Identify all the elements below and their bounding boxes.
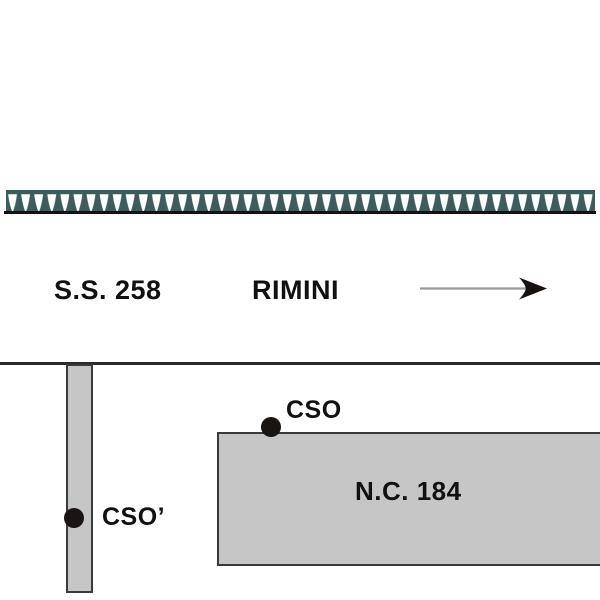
parcel-nc-184-label: N.C. 184 (355, 476, 462, 506)
survey-point-cso-prime-label: CSO’ (102, 503, 166, 531)
embankment-baseline (4, 211, 596, 214)
road-designation-label: S.S. 258 (54, 275, 162, 305)
road-destination-label: RIMINI (252, 275, 339, 305)
parcel-nc-184 (217, 432, 600, 566)
survey-point-cso-prime-marker (64, 508, 84, 528)
arrow-right-icon (418, 276, 550, 302)
comb-hatch-icon (6, 190, 595, 213)
survey-point-cso-marker (261, 417, 281, 437)
road-centerline (0, 362, 600, 365)
survey-point-cso-label: CSO (286, 396, 342, 424)
parcel-vertical-strip (66, 364, 93, 593)
